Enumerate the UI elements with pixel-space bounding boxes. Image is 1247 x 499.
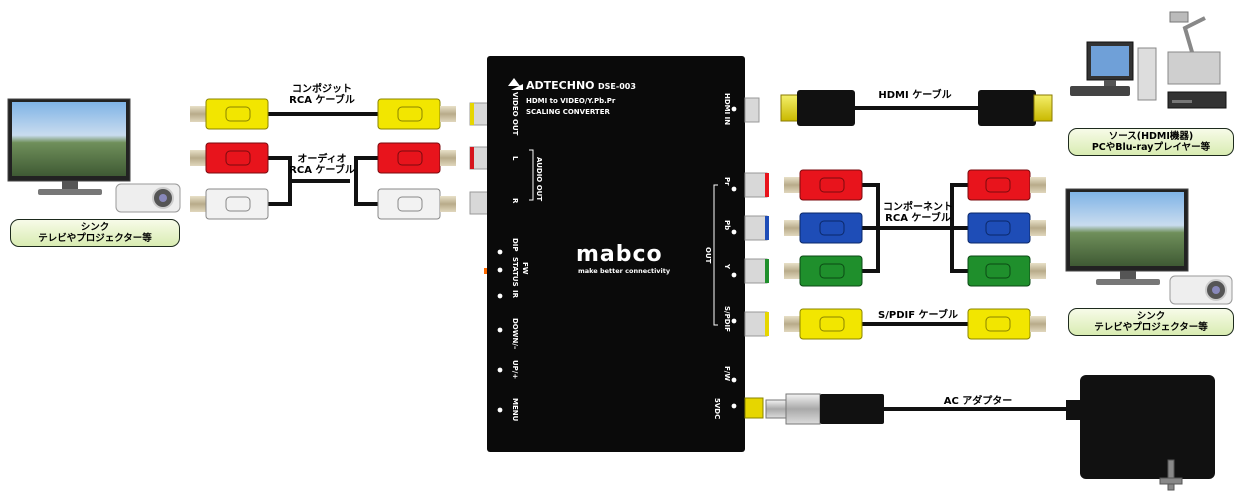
ac-adapter-label: AC アダプター [943,396,1013,407]
component-rca-cable [784,169,1046,287]
port-dc: 5VDC [713,398,721,420]
left-jacks [469,102,490,274]
sink-right-line2: テレビやプロジェクター等 [1094,322,1208,333]
device-tagline: make better connectivity [578,267,671,275]
brand-logo-icon [508,78,523,90]
device-model: DSE-003 [598,82,636,91]
source-line1: ソース(HDMI機器) [1108,131,1194,142]
port-video-out: VIDEO OUT [511,92,519,136]
button-menu: MENU [511,398,519,422]
source-badge: ソース(HDMI機器) PCやBlu-rayプレイヤー等 [1068,128,1234,156]
device-description-2: SCALING CONVERTER [526,108,610,116]
audio-label-line1: オーディオ [297,154,347,165]
left-monitor [7,98,131,195]
composite-rca-cable [190,98,456,130]
sink-left-line2: テレビやプロジェクター等 [38,233,152,244]
composite-label-line2: RCA ケーブル [289,95,355,106]
port-audio-l: L [511,156,519,161]
device-leds [497,106,737,413]
source-bluray-player [1167,91,1227,109]
converter-body [487,56,745,452]
source-document-camera [1167,11,1221,85]
port-spdif: S/PDIF [723,306,731,332]
right-jacks [744,97,769,419]
device-description-1: HDMI to VIDEO/Y.Pb.Pr [526,97,616,105]
audio-cable-label: オーディオ RCA ケーブル [282,154,362,176]
source-line2: PCやBlu-rayプレイヤー等 [1091,142,1211,153]
port-y: Y [723,264,731,270]
port-out: OUT [704,247,712,264]
port-fw: FW [521,262,529,275]
audio-label-line2: RCA ケーブル [289,165,355,176]
spdif-cable [784,308,1046,340]
port-dip: DIP [511,238,519,252]
button-up: UP/+ [511,360,519,380]
sink-left-badge: シンク テレビやプロジェクター等 [10,219,180,247]
port-hdmi-in: HDMI IN [723,93,731,126]
sink-left-line1: シンク [80,222,110,233]
port-ir: IR [511,290,519,298]
device-brand: ADTECHNO [526,79,595,92]
hdmi-cable [780,90,1053,126]
hdmi-cable-label: HDMI ケーブル [878,90,952,101]
source-pc [1070,41,1157,101]
port-status: STATUS [511,257,519,287]
right-projector [1169,275,1233,305]
button-down: DOWN/– [511,318,519,350]
component-label-line1: コンポーネント [883,202,953,213]
bracket-lines [529,149,718,326]
composite-label-line1: コンポジット [292,84,352,95]
sink-right-badge: シンク テレビやプロジェクター等 [1068,308,1234,336]
left-projector [115,183,181,213]
component-label-line2: RCA ケーブル [885,213,951,224]
audio-rca-cable [190,142,456,220]
port-pr: Pr [723,177,731,186]
sink-right-line1: シンク [1136,311,1166,322]
spdif-cable-label: S/PDIF ケーブル [878,310,958,321]
device-logo: mabco [576,242,663,267]
port-audio-out: AUDIO OUT [535,157,543,202]
ac-adapter [765,375,1215,491]
port-pb: Pb [723,220,731,231]
component-cable-label: コンポーネント RCA ケーブル [873,202,963,224]
right-monitor [1065,188,1189,285]
composite-cable-label: コンポジット RCA ケーブル [282,84,362,106]
port-audio-r: R [511,198,519,204]
port-fw-right: F/W [723,366,731,382]
